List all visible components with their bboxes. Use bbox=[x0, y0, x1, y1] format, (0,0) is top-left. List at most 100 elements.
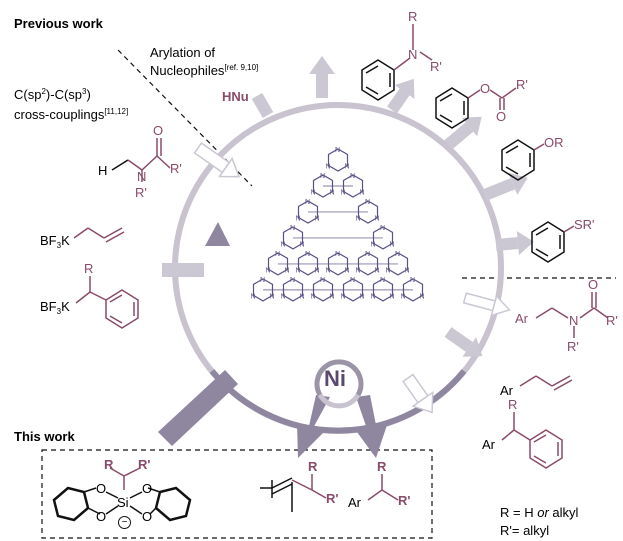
bf3k-benzyl-b: K bbox=[61, 299, 70, 314]
alkyl-r-label: R bbox=[377, 459, 387, 474]
cc-sup-2: 3 bbox=[82, 87, 87, 96]
cc-sup-1: 2 bbox=[41, 87, 46, 96]
nitrogen-atom: N bbox=[345, 267, 350, 274]
nitrogen-atom: N bbox=[360, 190, 365, 197]
legend-r-or: or bbox=[537, 505, 549, 520]
amine-r-label: R bbox=[408, 9, 418, 24]
triazine-ring-13 bbox=[282, 278, 304, 302]
outline-arrows bbox=[193, 142, 511, 414]
nitrogen-atom: N bbox=[270, 293, 275, 300]
ester-r-label: R' bbox=[516, 77, 528, 92]
silicate-charge-label: − bbox=[118, 516, 131, 529]
benzyl-r-label: R bbox=[84, 261, 94, 276]
nitrogen-atom: N bbox=[266, 267, 271, 274]
triazine-ring-11 bbox=[387, 252, 409, 276]
nitrogen-atom: N bbox=[311, 293, 316, 300]
triazine-ring-6 bbox=[372, 226, 394, 250]
triazine-ring-17 bbox=[402, 278, 424, 302]
nitrogen-atom: N bbox=[375, 267, 380, 274]
ester-o2-label: O bbox=[496, 109, 507, 124]
triazine-ring-8 bbox=[297, 252, 319, 276]
bf3k-allyl-sub: 3 bbox=[56, 241, 62, 250]
bf3k-benzyl-sub: 3 bbox=[56, 307, 62, 316]
ester-o-label: O bbox=[480, 81, 491, 96]
ni-cycle-icon bbox=[314, 359, 364, 409]
triazine-ring-4 bbox=[357, 200, 379, 224]
ring-lower-arc bbox=[209, 369, 467, 434]
triazine-ring-1 bbox=[312, 174, 334, 198]
nitrogen-atom: N bbox=[305, 251, 310, 258]
triazine-ring-3 bbox=[297, 200, 319, 224]
ether-product bbox=[501, 139, 545, 181]
silicate-o-label-1: O bbox=[96, 481, 107, 496]
nitrogen-atom: N bbox=[260, 277, 265, 284]
nitrogen-atom: N bbox=[335, 251, 340, 258]
allyl-trifluoroborate bbox=[73, 227, 125, 243]
allylarene-product bbox=[519, 375, 573, 391]
nitrogen-atom: N bbox=[350, 173, 355, 180]
aryl-amide-r1-label: R' bbox=[606, 313, 618, 328]
this-work-box bbox=[41, 449, 433, 539]
nitrogen-atom: N bbox=[375, 216, 380, 223]
amide-n-label: N bbox=[137, 169, 147, 184]
benzyl-ar-label: Ar bbox=[482, 437, 495, 452]
nitrogen-atom: N bbox=[326, 164, 331, 171]
this-work-heading: This work bbox=[14, 429, 75, 444]
silicate-r2-label: R' bbox=[138, 457, 151, 472]
triazine-ring-15 bbox=[342, 278, 364, 302]
triazine-ring-2 bbox=[342, 174, 364, 198]
cc-part-a: C(sp bbox=[14, 87, 42, 102]
nucleophiles-text: Nucleophiles bbox=[150, 63, 225, 78]
triazine-ring-7 bbox=[267, 252, 289, 276]
nitrogen-atom: N bbox=[300, 293, 305, 300]
nitrogen-atom: N bbox=[405, 267, 410, 274]
nitrogen-atom: N bbox=[320, 277, 325, 284]
bf3k-allyl-a: BF bbox=[40, 233, 57, 248]
nitrogen-atom: N bbox=[300, 241, 305, 248]
amine-r2-label: R' bbox=[430, 59, 442, 74]
vinyl-product bbox=[260, 474, 327, 512]
nitrogen-atom: N bbox=[395, 251, 400, 258]
nitrogen-atom: N bbox=[390, 241, 395, 248]
alkyl-ar-label: Ar bbox=[348, 495, 361, 510]
previous-work-divider bbox=[117, 49, 253, 187]
amide-o-label: O bbox=[153, 123, 164, 138]
nitrogen-atom: N bbox=[281, 241, 286, 248]
diarylmethane-product bbox=[501, 412, 563, 469]
cross-couplings-text: cross-couplings bbox=[14, 107, 105, 122]
nitrogen-atom: N bbox=[371, 293, 376, 300]
nitrogen-atom: N bbox=[360, 293, 365, 300]
nitrogen-atom: N bbox=[285, 267, 290, 274]
benzyl-product-r-label: R bbox=[508, 397, 518, 412]
amine-n-label: N bbox=[408, 47, 418, 62]
aryl-amide-ar-label: Ar bbox=[515, 311, 528, 326]
amide-r1-label: R' bbox=[170, 161, 182, 176]
vinyl-r2-label: R' bbox=[326, 491, 339, 506]
triazine-ring-14 bbox=[312, 278, 334, 302]
nitrogen-atom: N bbox=[365, 199, 370, 206]
nitrogen-atom: N bbox=[335, 147, 340, 154]
previous-work-heading: Previous work bbox=[14, 16, 103, 31]
aryl-amide-n-label: N bbox=[569, 313, 579, 328]
triazine-ring-12 bbox=[252, 278, 274, 302]
bis-catecholato-silicate bbox=[52, 467, 192, 522]
amine-product bbox=[361, 24, 433, 101]
cross-couplings-ref: [11,12] bbox=[104, 107, 129, 116]
ester-product bbox=[435, 87, 517, 129]
carbon-nitride-framework: NNNNNNNNNNNNNNNNNNNNNNNNNNNNNNNNNNNNNNNN… bbox=[251, 147, 425, 302]
nitrogen-atom: N bbox=[290, 225, 295, 232]
arylation-label: Arylation of bbox=[150, 45, 216, 60]
aryl-amide-o-label: O bbox=[588, 277, 599, 292]
nitrogen-atom: N bbox=[311, 190, 316, 197]
cross-couplings-label: cross-couplings[11,12] bbox=[14, 107, 129, 122]
ether-label: OR bbox=[544, 135, 564, 150]
nitrogen-atom: N bbox=[371, 241, 376, 248]
nucleophiles-ref: [ref. 9,10] bbox=[224, 63, 259, 72]
nitrogen-atom: N bbox=[380, 225, 385, 232]
triazine-ring-5 bbox=[282, 226, 304, 250]
nitrogen-atom: N bbox=[296, 216, 301, 223]
bf3k-benzyl-label: BF3K bbox=[40, 299, 70, 316]
aryl-amide-product bbox=[535, 292, 609, 338]
